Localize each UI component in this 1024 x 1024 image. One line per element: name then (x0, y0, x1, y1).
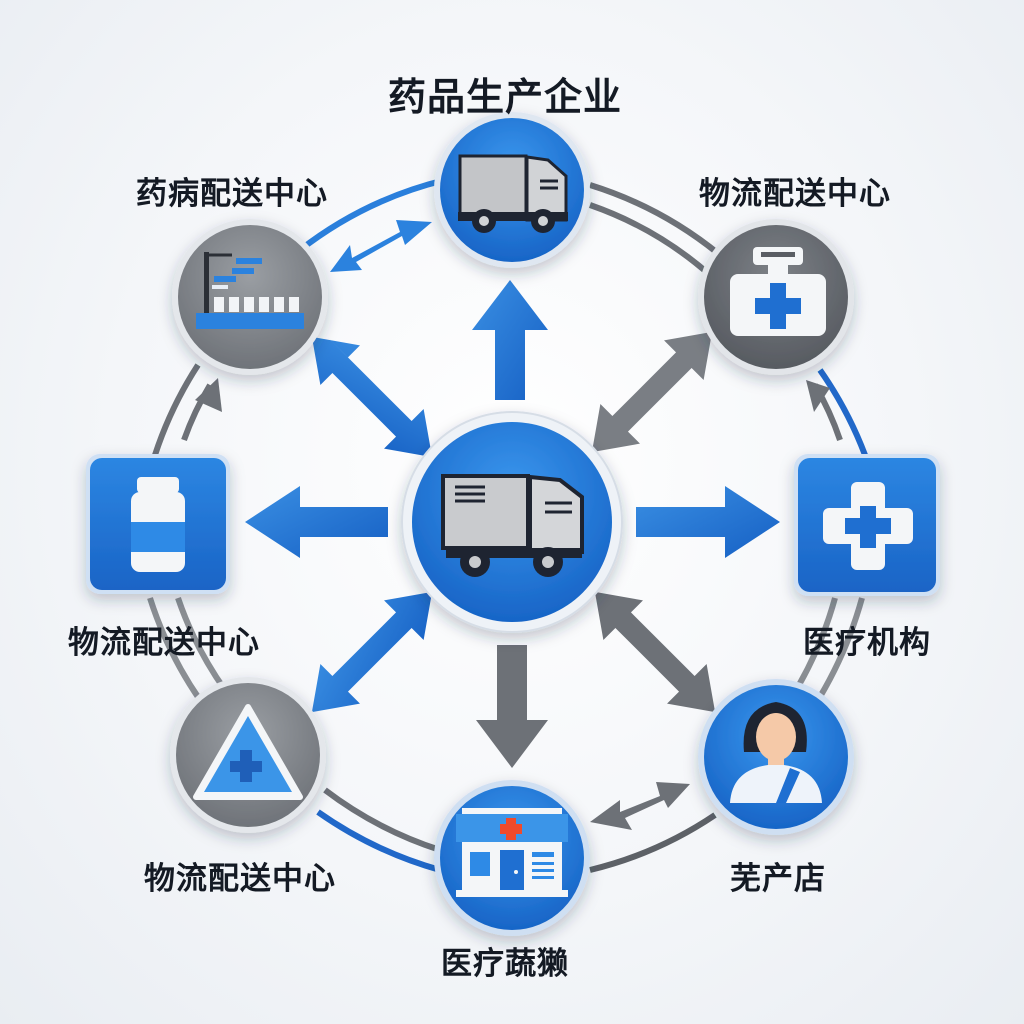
arrow-hub-to-bottom (476, 645, 548, 768)
node-label-right: 医疗机构 (803, 625, 931, 661)
medical-cross-icon (823, 482, 913, 570)
ring-arrow-left-topleft (181, 378, 222, 442)
delivery-truck-icon (441, 474, 584, 577)
ring-arrow-topleft-top (330, 220, 432, 272)
arrow-hub-to-top (472, 280, 548, 400)
node-label-bottom-right: 芜产店 (730, 861, 826, 897)
node-label-left: 物流配送中心 (68, 625, 260, 661)
node-label-bottom: 医疗蔬獭 (441, 946, 569, 982)
arrow-hub-topright (591, 331, 713, 453)
medical-kit-icon (730, 247, 826, 336)
diagram-title: 药品生产企业 (387, 75, 623, 119)
ring-arrow-bottom-bottomright (590, 782, 690, 830)
outer-ring (147, 177, 868, 873)
delivery-truck-icon (458, 154, 568, 233)
node-label-top-right: 物流配送中心 (699, 176, 891, 212)
node-label-bottom-left: 物流配送中心 (144, 861, 336, 897)
node-label-top-left: 药病配送中心 (136, 176, 328, 212)
ring-arrow-right-topright (806, 380, 843, 441)
doctor-avatar-icon (730, 702, 822, 803)
arrow-hub-bottomright (594, 591, 716, 713)
arrow-hub-to-right (636, 486, 780, 558)
warning-triangle-cross-icon (193, 704, 303, 800)
arrow-hub-bottomleft (311, 591, 433, 713)
arrow-hub-to-left (245, 486, 388, 558)
medicine-bottle-icon (131, 477, 185, 572)
warehouse-production-line-icon (196, 252, 304, 329)
pharmacy-store-icon (456, 808, 568, 897)
arrow-hub-topleft (311, 336, 433, 458)
